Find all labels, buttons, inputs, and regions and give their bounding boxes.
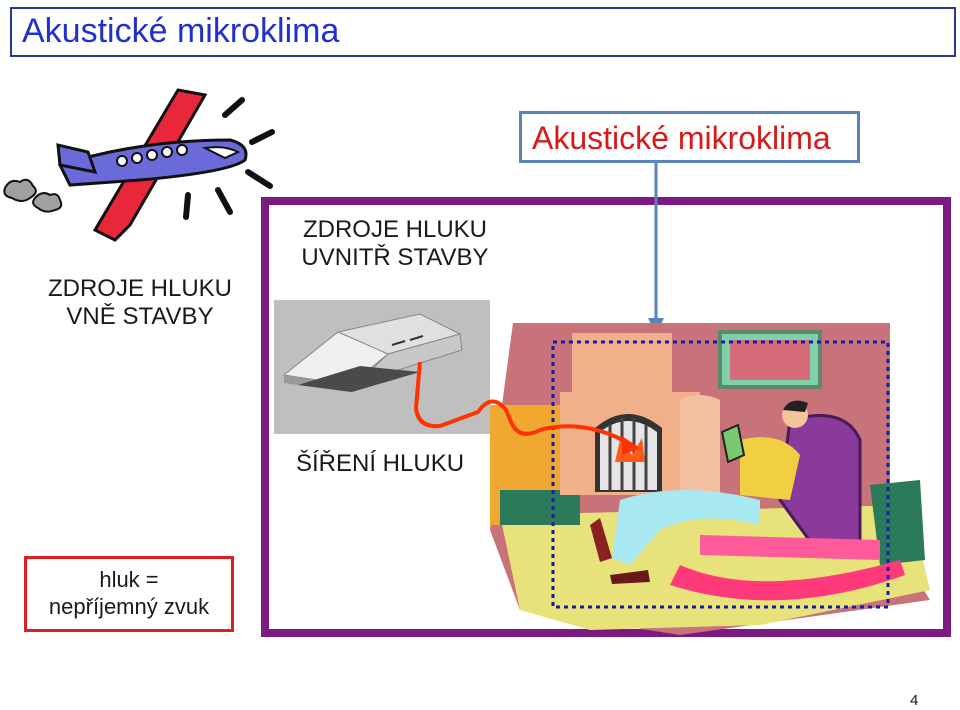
definition-text: hluk = nepříjemný zvuk bbox=[24, 566, 234, 620]
title-box bbox=[10, 7, 956, 57]
callout-label: Akustické mikroklima bbox=[532, 120, 831, 156]
range-hood-icon bbox=[274, 300, 490, 434]
room-outline bbox=[551, 340, 890, 609]
outside-sources-line-2: VNĚ STAVBY bbox=[66, 303, 214, 330]
inside-sources-line-2: UVNITŘ STAVBY bbox=[301, 244, 489, 271]
definition-line-1: hluk = bbox=[99, 567, 159, 592]
airplane-icon bbox=[3, 88, 275, 242]
noise-spread-label: ŠÍŘENÍ HLUKU bbox=[296, 450, 465, 477]
definition-line-2: nepříjemný zvuk bbox=[48, 594, 210, 619]
noise-propagation-path bbox=[414, 361, 633, 447]
outside-sources-line-1: ZDROJE HLUKU bbox=[47, 275, 233, 302]
building-frame bbox=[261, 197, 951, 637]
definition-box bbox=[24, 556, 234, 632]
page-number: 4 bbox=[910, 692, 919, 709]
inside-sources-label: ZDROJE HLUKU UVNITŘ STAVBY bbox=[290, 216, 500, 272]
slide-title: Akustické mikroklima bbox=[22, 12, 340, 50]
noise-propagation-arrowhead bbox=[622, 436, 640, 455]
room-illustration bbox=[490, 323, 930, 635]
inside-sources-line-1: ZDROJE HLUKU bbox=[302, 216, 488, 243]
outside-sources-label: ZDROJE HLUKU VNĚ STAVBY bbox=[40, 275, 240, 331]
callout-box bbox=[519, 111, 860, 163]
